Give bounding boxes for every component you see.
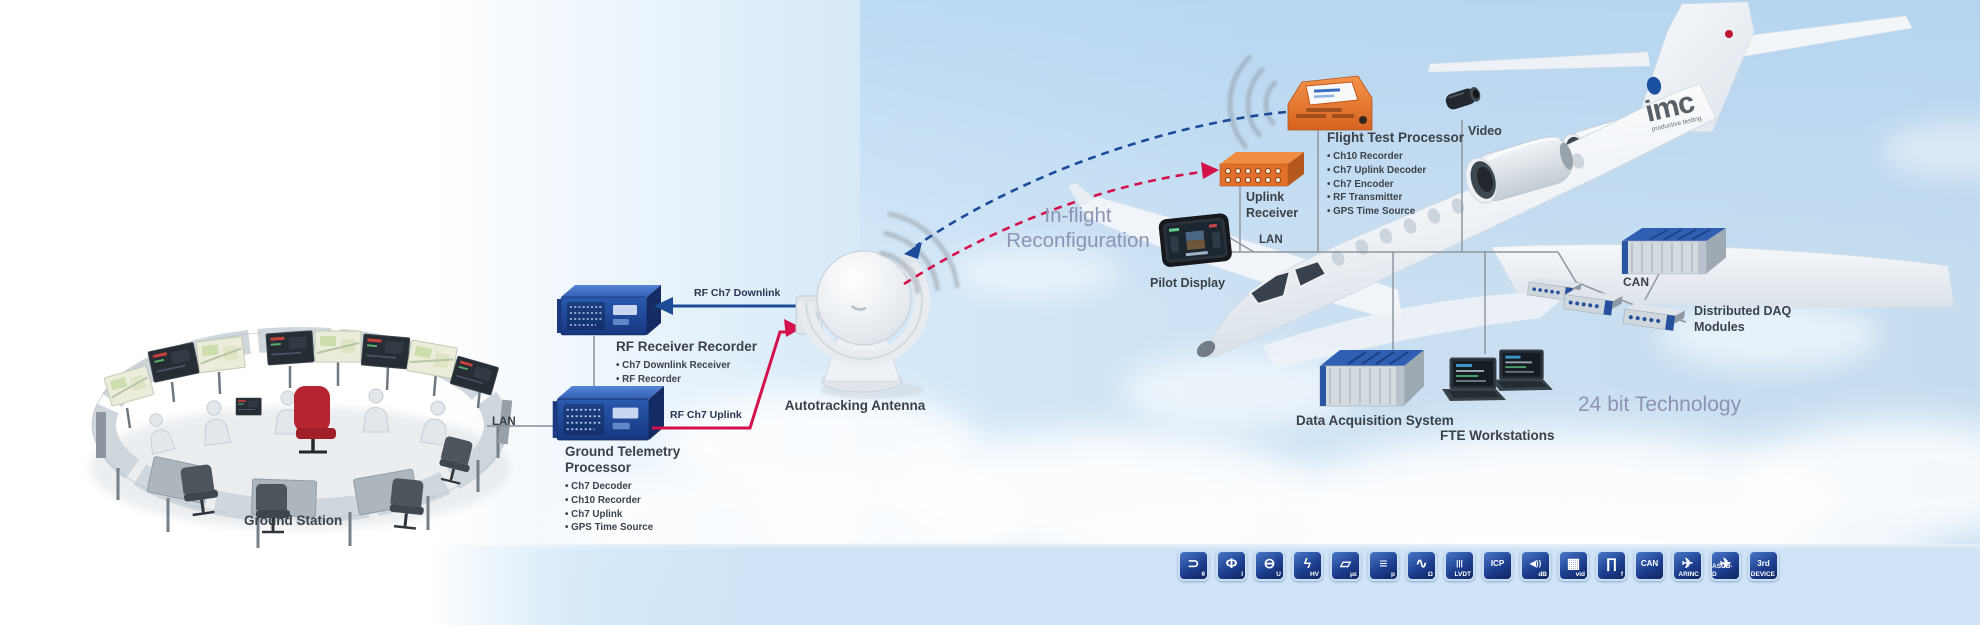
uplink-receiver-device <box>1219 152 1304 187</box>
resistance-icon: ∿Ω <box>1406 550 1437 581</box>
distributed-daq-label: Distributed DAQ Modules <box>1694 304 1792 334</box>
inflight-reconfiguration-label: In-flight Reconfiguration <box>1006 204 1150 252</box>
feature-bullet: • GPS Time Source <box>565 522 654 534</box>
rf-downlink-label: RF Ch7 Downlink <box>694 287 781 299</box>
flight-test-processor-title: Flight Test Processor <box>1327 130 1465 145</box>
uplink-dashed-path <box>903 162 1219 286</box>
ground-station-label: Ground Station <box>244 513 343 528</box>
lan-air-label: LAN <box>1259 234 1283 246</box>
ground-connection-lines <box>487 336 595 427</box>
ground-station-illustration <box>90 327 513 548</box>
ground-telemetry-processor-features: • Ch7 Decoder • Ch10 Recorder • Ch7 Uplink… <box>565 480 687 535</box>
feature-bullet: • GPS Time Source <box>1327 206 1416 218</box>
lvdt-icon: |||LVDT <box>1444 550 1475 581</box>
can-module-device <box>1621 227 1727 275</box>
temperature-icon: ⊃θ <box>1178 550 1209 581</box>
icp-icon: ICP <box>1482 550 1513 581</box>
rf-receiver-recorder-features: • Ch7 Downlink Receiver • RF Recorder <box>616 359 776 387</box>
video-label: Video <box>1468 124 1502 138</box>
flight-test-processor-block: Flight Test Processor • Ch10 Recorder• C… <box>1327 130 1497 219</box>
rf-downlink-line <box>654 297 800 315</box>
feature-bullet: • Ch7 Encoder <box>1327 178 1394 190</box>
data-acquisition-system-label: Data Acquisition System <box>1296 413 1454 428</box>
frequency-icon: ∏f <box>1596 550 1627 581</box>
ftp-radio-waves <box>1227 54 1278 149</box>
can-label: CAN <box>1623 275 1649 289</box>
monitor-stands <box>125 362 482 429</box>
rf-uplink-line <box>652 319 802 430</box>
feature-bullet: • Ch7 Downlink Receiver <box>616 360 731 371</box>
pilot-display-label: Pilot Display <box>1150 276 1226 290</box>
fte-workstations-device <box>1441 349 1554 402</box>
ground-telemetry-processor-block: Ground Telemetry Processor • Ch7 Decoder… <box>565 444 687 535</box>
can-bus-icon: CAN <box>1634 550 1665 581</box>
voltage-icon: ⊖U <box>1254 550 1285 581</box>
uplink-receiver-title: Uplink Receiver <box>1246 190 1299 220</box>
rf-uplink-label: RF Ch7 Uplink <box>670 409 742 421</box>
pressure-icon: ≡p <box>1368 550 1399 581</box>
feature-bullet: • Ch7 Uplink <box>565 508 623 520</box>
feature-bullet: • RF Transmitter <box>1327 192 1403 204</box>
downlink-dashed-path <box>904 110 1287 259</box>
feature-bullet: • Ch7 Decoder <box>565 481 632 492</box>
feature-bullet: • RF Recorder <box>616 373 681 385</box>
lan-ground-label: LAN <box>492 416 516 428</box>
aircraft: imc productive testing <box>1068 1 1955 368</box>
rf-receiver-recorder-block: RF Receiver Recorder • Ch7 Downlink Rece… <box>616 339 776 387</box>
rf-receiver-recorder-device <box>556 284 662 336</box>
arinc-icon: ✈ARINC <box>1672 550 1703 581</box>
cloud <box>950 245 1120 300</box>
ground-telemetry-processor-title: Ground Telemetry Processor <box>565 444 681 475</box>
video-icon: ▦vid <box>1558 550 1589 581</box>
ground-telemetry-processor-device <box>551 385 665 441</box>
pilot-display-device <box>1158 213 1232 267</box>
data-acquisition-system-device <box>1319 349 1425 407</box>
strain-gauge-icon: ▱με <box>1330 550 1361 581</box>
red-chair <box>294 386 336 454</box>
video-camera-device <box>1445 87 1481 110</box>
feature-bullet: • Ch7 Uplink Decoder <box>1327 164 1427 176</box>
fte-workstations-label: FTE Workstations <box>1440 428 1555 443</box>
cloud <box>1660 300 1880 370</box>
flight-test-processor-device <box>1287 75 1373 131</box>
technology-label: 24 bit Technology <box>1578 393 1742 416</box>
audio-icon: ◀))dB <box>1520 550 1551 581</box>
autotracking-antenna-label: Autotracking Antenna <box>784 398 926 413</box>
feature-bullet: • Ch10 Recorder <box>1327 151 1403 162</box>
feature-bullet: • Ch10 Recorder <box>565 494 641 506</box>
flight-test-processor-features: • Ch10 Recorder • Ch7 Uplink Decoder • Ch7… <box>1327 150 1497 219</box>
antenna-radio-waves <box>879 211 960 295</box>
rf-receiver-recorder-title: RF Receiver Recorder <box>616 339 758 354</box>
cockpit-windshield <box>1248 259 1328 306</box>
autotracking-antenna <box>795 250 930 399</box>
ascb-d-icon: ✈ASCB-D <box>1710 550 1741 581</box>
